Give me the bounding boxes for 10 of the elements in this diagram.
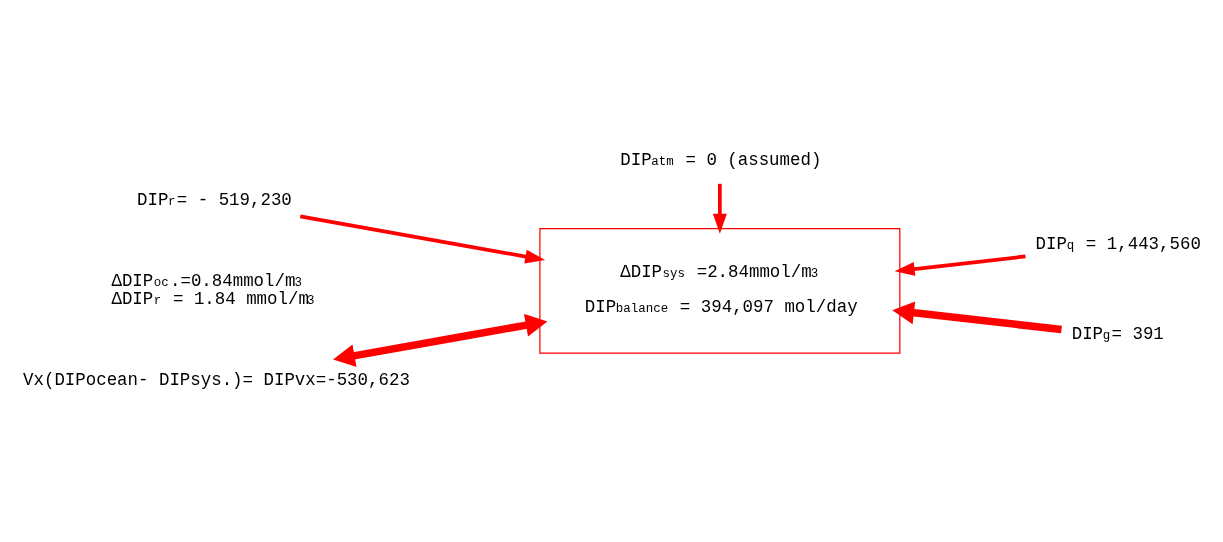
node-text: DIPr= - 519,230 [136, 189, 292, 210]
node-text: DIPg= 391 [1071, 324, 1164, 345]
node-text: DIPatm = 0 (assumed) [620, 149, 822, 170]
arrow [333, 313, 548, 367]
node-text: Vx(DIPocean- DIPsys.)= DIPvx=-530,623 [23, 370, 410, 391]
arrow [712, 183, 727, 234]
arrow [299, 214, 546, 264]
node-box: ΔDIPsys =2.84mmol/m3 DIPbalance = 394,097 mol/day [539, 228, 901, 354]
arrow [894, 254, 1026, 276]
node-text: DIPq = 1,443,560 [1035, 234, 1201, 255]
